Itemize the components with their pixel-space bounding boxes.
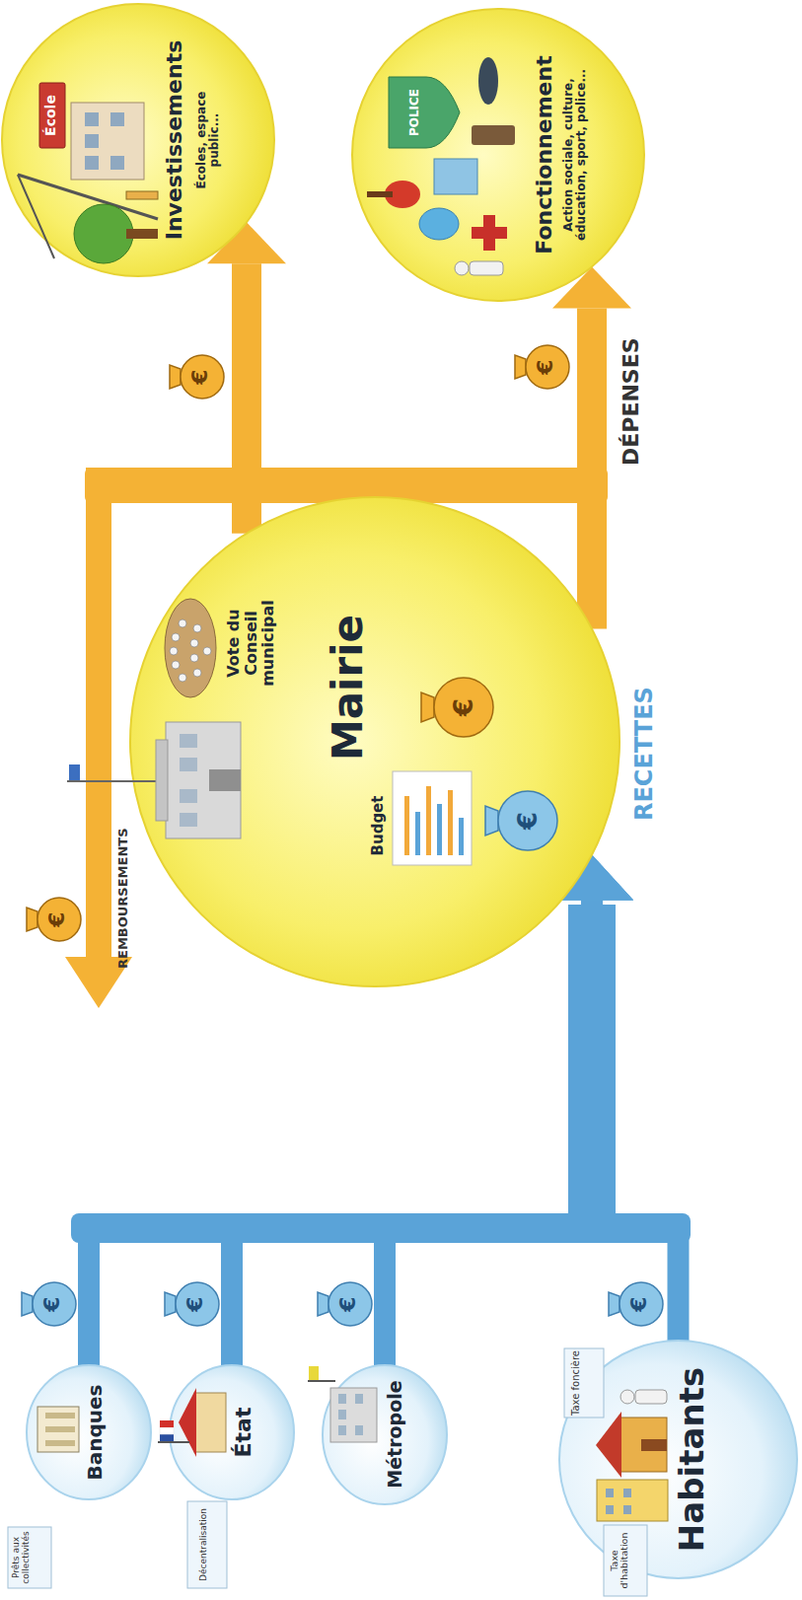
source-bubble: État xyxy=(167,1363,296,1502)
orange-trunk xyxy=(84,467,608,504)
loan-paper xyxy=(7,1527,52,1589)
bubble-outline xyxy=(559,1340,798,1579)
money-bag xyxy=(32,1282,76,1326)
decentralisation-paper xyxy=(187,1501,227,1589)
bubble-shape xyxy=(0,1,277,279)
source-bubble: Métropole xyxy=(320,1363,449,1507)
money-bag xyxy=(328,1282,372,1326)
bubble-shape xyxy=(128,495,622,989)
remboursements-band xyxy=(85,467,112,959)
small-text: Taxe foncière xyxy=(570,1350,582,1416)
flow-label: DÉPENSES xyxy=(619,297,644,466)
flow-connector xyxy=(550,854,679,1341)
bubble-outline xyxy=(169,1365,294,1500)
node-text: Action sociale, culture, éducation, spor… xyxy=(562,68,588,242)
flag xyxy=(69,764,80,781)
money-bag xyxy=(525,345,570,389)
yellow-bubble: Investissements Écoles, espace public... xyxy=(0,1,277,279)
bubble-outline xyxy=(26,1365,151,1500)
bag-tie xyxy=(317,1292,329,1316)
bag-tie xyxy=(608,1292,620,1316)
euro-symbol: € xyxy=(627,1289,652,1319)
euro-symbol: € xyxy=(449,692,479,723)
money-bag xyxy=(180,355,224,399)
node-text: Budget xyxy=(369,786,387,866)
bubble-outline xyxy=(1,3,275,277)
node-text: Écoles, espace public... xyxy=(195,66,221,215)
euro-symbol: € xyxy=(513,805,543,836)
flag xyxy=(308,1366,319,1381)
money-bag xyxy=(619,1282,663,1326)
flow-line xyxy=(231,263,262,533)
bag-tie xyxy=(21,1292,33,1316)
flow-line xyxy=(591,899,679,1341)
euro-symbol: € xyxy=(533,352,558,382)
bubble-outline xyxy=(322,1365,447,1505)
yellow-bubble: MairieBudget Vote du Conseil municipal xyxy=(128,495,622,989)
bag-tie xyxy=(169,364,181,389)
flag-pole xyxy=(307,1380,336,1383)
small-text: École xyxy=(43,82,59,148)
bubble-outline xyxy=(130,497,620,987)
node-title: Métropole xyxy=(384,1370,406,1499)
node-title: Investissements xyxy=(162,21,187,259)
node-title: Mairie xyxy=(325,588,371,787)
bag-tie xyxy=(164,1292,176,1316)
small-text: Décentralisation xyxy=(199,1503,210,1587)
yellow-bubble: FonctionnementAction sociale, culture, é… xyxy=(350,6,647,303)
flow-label: RECETTES xyxy=(631,603,657,821)
euro-symbol: € xyxy=(188,362,213,392)
money-bags xyxy=(21,345,663,1326)
node-title: Habitants xyxy=(673,1348,711,1571)
euro-symbol: € xyxy=(336,1289,361,1319)
edge-layer xyxy=(88,221,679,1366)
money-bag xyxy=(175,1282,219,1326)
euro-symbol: € xyxy=(45,904,70,935)
flow-label: REMBOURSEMENTS xyxy=(116,801,131,969)
bag-tie xyxy=(26,907,38,932)
small-text: Taxe d'habitation xyxy=(609,1527,631,1595)
bubble-outline xyxy=(352,8,645,301)
small-text: Prêts aux collectivités xyxy=(11,1529,32,1587)
node-title: État xyxy=(231,1378,256,1487)
node-text: Vote du Conseil municipal xyxy=(224,579,278,708)
bubble-shape xyxy=(350,6,647,303)
euro-symbol: € xyxy=(40,1289,65,1319)
flow-connector xyxy=(207,221,287,533)
node-title: Banques xyxy=(83,1378,106,1487)
money-bag xyxy=(37,897,81,942)
source-bubble: Banques xyxy=(24,1363,153,1502)
euro-symbol: € xyxy=(183,1289,208,1319)
flow-line xyxy=(577,307,607,629)
small-text: POLICE xyxy=(408,77,422,147)
node-title: Fonctionnement xyxy=(532,41,557,269)
source-bubble: Habitants xyxy=(557,1338,800,1581)
bag-tie xyxy=(514,355,526,379)
